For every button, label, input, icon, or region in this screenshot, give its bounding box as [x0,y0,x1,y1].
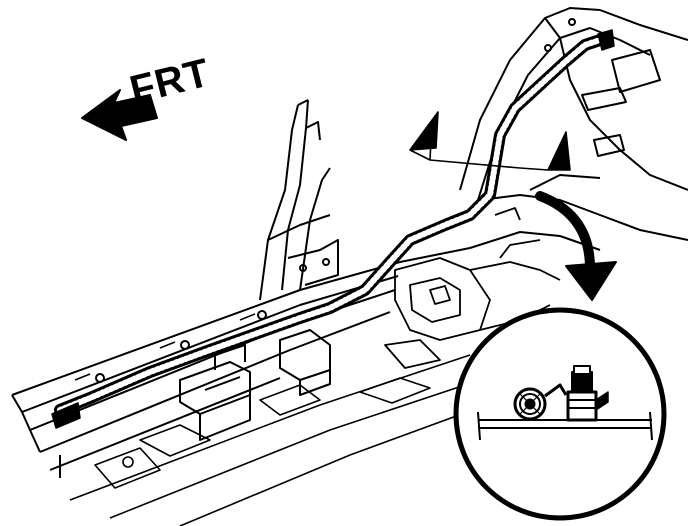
rocker-panel [11,247,471,478]
front-direction-arrow-icon [81,89,158,141]
connector-detail-view [453,307,667,521]
harness-grommet [513,383,568,421]
mounting-surface [477,411,653,441]
retaining-clip [566,365,609,422]
wiring-harness [51,29,615,429]
floor-pan [69,354,501,526]
locator-triangles [409,111,571,171]
detail-callout-arrow-icon [535,191,617,301]
b-pillar [259,99,339,301]
cross-member [179,329,331,441]
